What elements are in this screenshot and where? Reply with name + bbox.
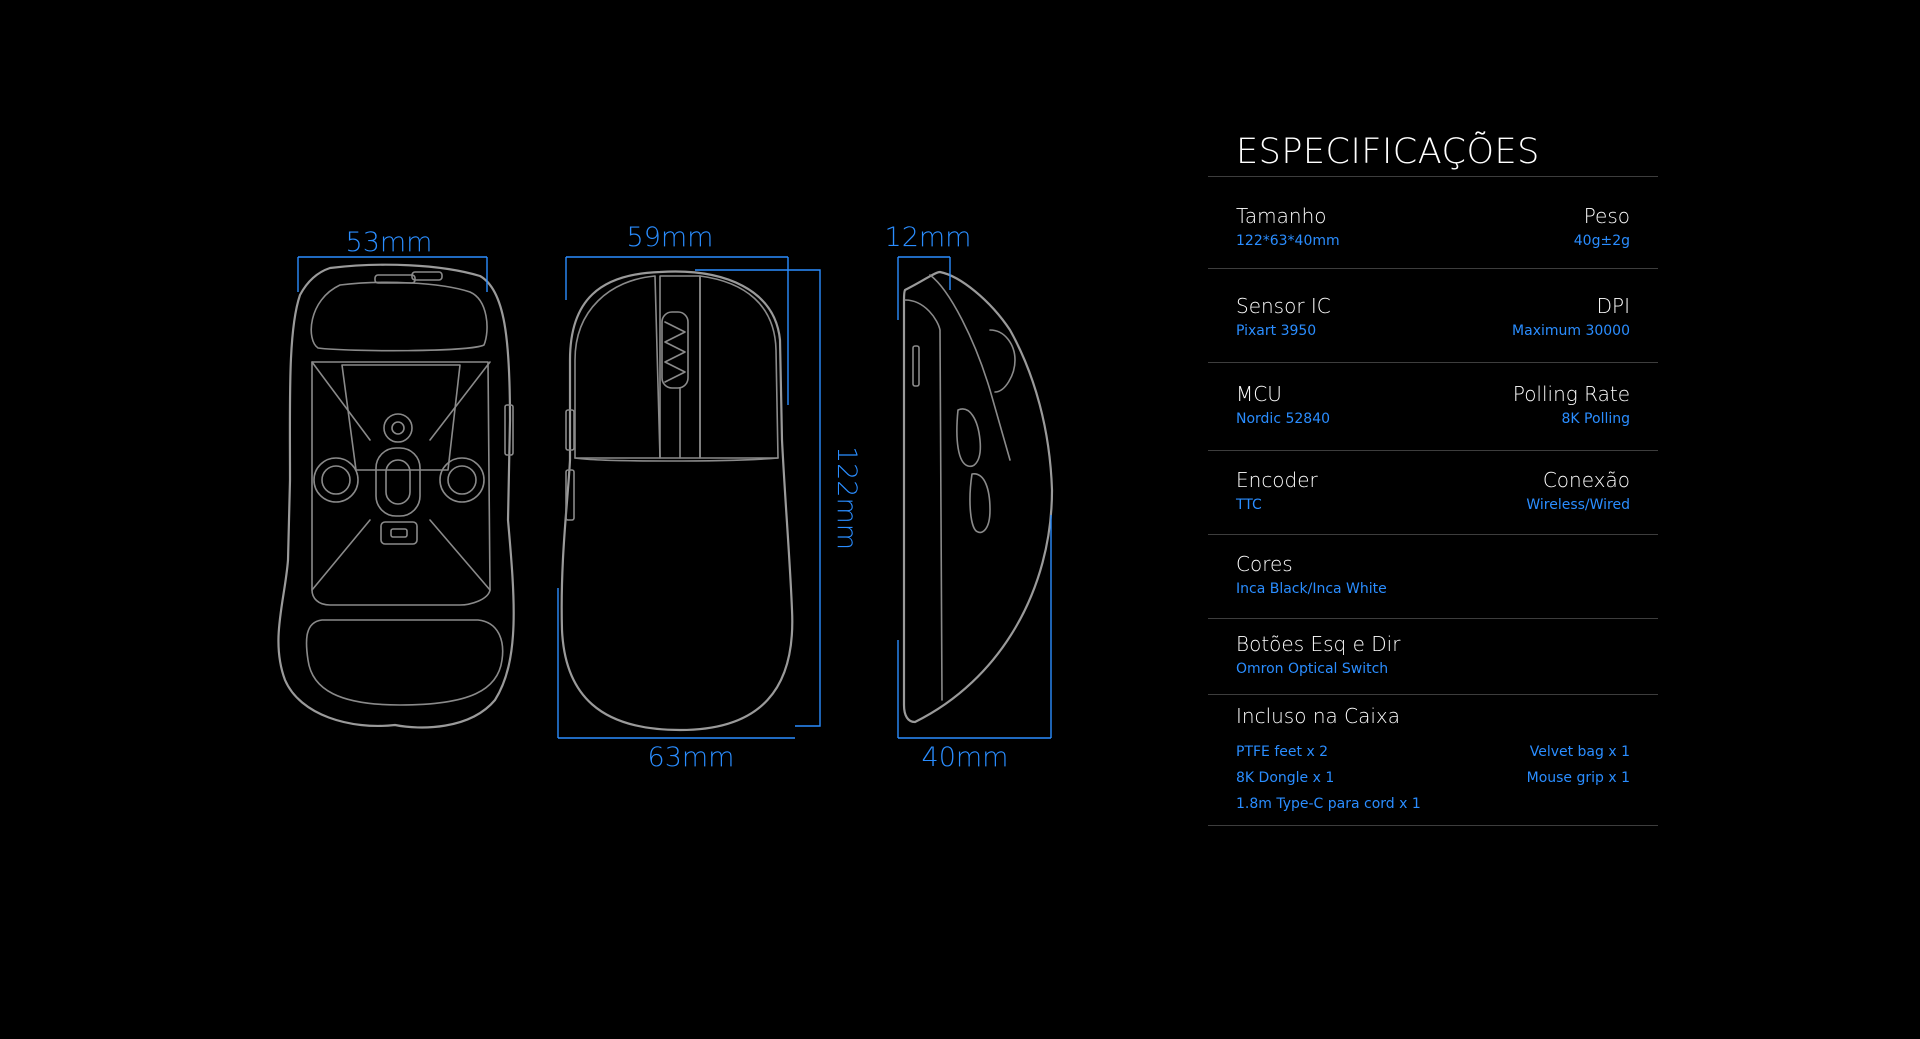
spec-label: Tamanho (1236, 204, 1327, 228)
box-item: Mouse grip x 1 (1526, 770, 1630, 786)
box-item: Velvet bag x 1 (1529, 744, 1630, 760)
spec-row-size-weight: Tamanho 122*63*40mm Peso 40g±2g (1208, 176, 1658, 268)
box-contents-list: PTFE feet x 2 8K Dongle x 1 1.8m Type-C … (1236, 739, 1630, 817)
spec-label: Cores (1236, 552, 1293, 576)
side-width-label: 12mm (885, 222, 972, 253)
spec-row-colors: Cores Inca Black/Inca White (1208, 534, 1658, 618)
spec-value: Maximum 30000 (1512, 323, 1630, 339)
specifications-title: ESPECIFICAÇÕES (1236, 132, 1540, 172)
mouse-top-view (560, 270, 794, 732)
spec-label: MCU (1236, 382, 1282, 406)
spec-label: Polling Rate (1512, 382, 1630, 406)
spec-label: DPI (1596, 294, 1630, 318)
bottom-width-dimension-line (297, 256, 488, 292)
top-width-dimension-line (565, 256, 789, 405)
spec-value: Wireless/Wired (1526, 497, 1630, 513)
top-base-dimension-line (557, 588, 795, 739)
top-width-label: 59mm (627, 222, 714, 253)
box-item: 1.8m Type-C para cord x 1 (1236, 796, 1421, 812)
spec-value: 122*63*40mm (1236, 233, 1340, 249)
height-dimension-line (897, 515, 1052, 739)
side-width-dimension-line (897, 256, 951, 320)
spec-label: Botões Esq e Dir (1236, 632, 1401, 656)
spec-value: 40g±2g (1573, 233, 1630, 249)
mouse-bottom-view (277, 263, 515, 729)
length-dimension-line (695, 269, 821, 727)
spec-label: Sensor IC (1236, 294, 1331, 318)
length-label: 122mm (831, 446, 862, 550)
box-item: PTFE feet x 2 (1236, 744, 1329, 760)
spec-label: Incluso na Caixa (1236, 704, 1400, 728)
spec-row-encoder-connection: Encoder TTC Conexão Wireless/Wired (1208, 450, 1658, 534)
bottom-width-label: 53mm (346, 227, 433, 258)
spec-label: Peso (1583, 204, 1630, 228)
spec-value: TTC (1236, 497, 1262, 513)
spec-value: Inca Black/Inca White (1236, 581, 1387, 597)
spec-row-sensor-dpi: Sensor IC Pixart 3950 DPI Maximum 30000 (1208, 268, 1658, 362)
mouse-side-view (902, 270, 1054, 724)
spec-row-box-contents: Incluso na Caixa PTFE feet x 2 8K Dongle… (1208, 694, 1658, 826)
spec-label: Conexão (1542, 468, 1630, 492)
box-item: 8K Dongle x 1 (1236, 770, 1335, 786)
spec-label: Encoder (1236, 468, 1318, 492)
spec-value: Omron Optical Switch (1236, 661, 1389, 677)
spec-row-buttons: Botões Esq e Dir Omron Optical Switch (1208, 618, 1658, 694)
top-base-width-label: 63mm (648, 742, 735, 773)
spec-value: Nordic 52840 (1236, 411, 1331, 427)
spec-row-mcu-polling: MCU Nordic 52840 Polling Rate 8K Polling (1208, 362, 1658, 450)
specifications-panel: ESPECIFICAÇÕES Tamanho 122*63*40mm Peso … (1208, 128, 1658, 826)
spec-value: Pixart 3950 (1236, 323, 1317, 339)
height-label: 40mm (922, 742, 1009, 773)
mouse-dimension-diagram: 53mm 59mm 63mm 122mm 12mm 40mm (277, 222, 1054, 773)
spec-value: 8K Polling (1561, 411, 1630, 427)
